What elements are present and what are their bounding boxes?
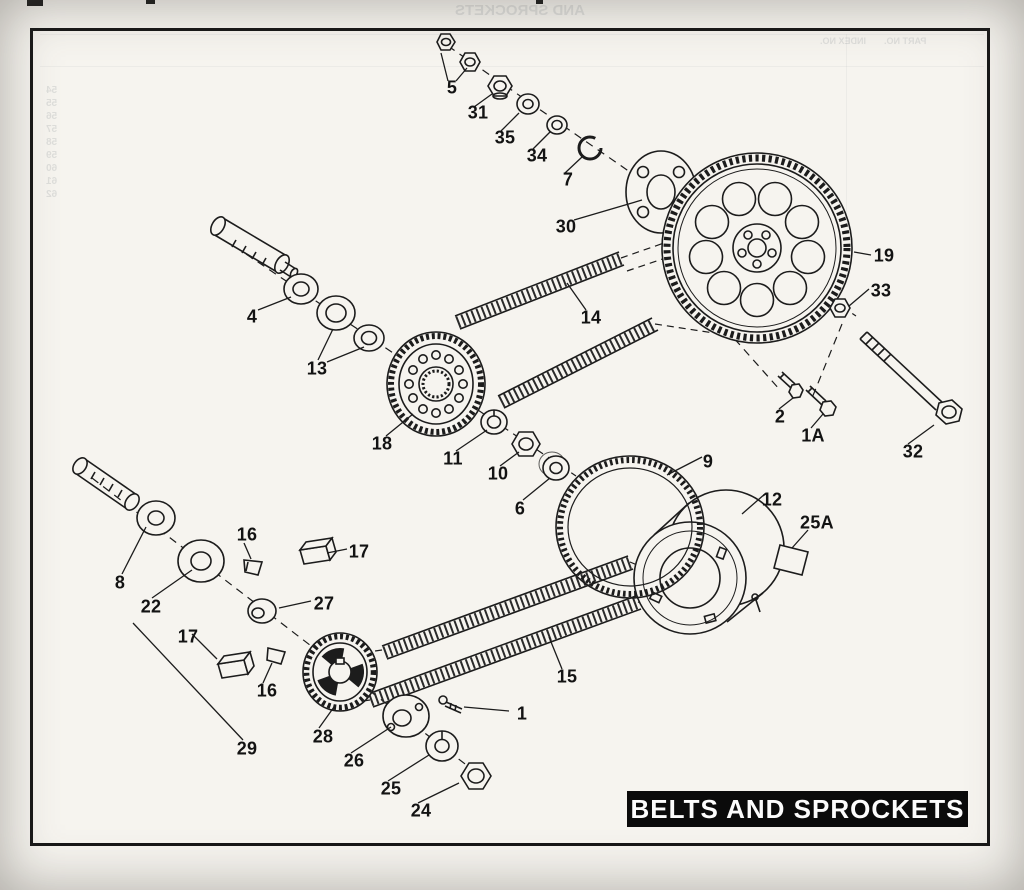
leader-lines — [121, 52, 935, 804]
part-17-spacer-lower — [216, 650, 255, 679]
section-title-bar: BELTS AND SPROCKETS — [627, 791, 968, 827]
callout-6: 6 — [514, 498, 526, 519]
callout-29: 29 — [236, 738, 258, 759]
callout-7: 7 — [562, 169, 574, 190]
part-5-locknuts — [436, 33, 481, 72]
callout-25: 25 — [380, 778, 402, 799]
part-19-rear-pulley — [661, 152, 853, 344]
part-10-nut — [511, 431, 541, 457]
callout-17-lower: 17 — [177, 626, 199, 647]
part-25-washer — [425, 730, 459, 762]
callout-8: 8 — [114, 572, 126, 593]
part-1A-screw — [805, 385, 837, 417]
part-8-shaft-washer — [72, 457, 176, 536]
part-12-clutch-drum — [633, 489, 785, 635]
callout-35: 35 — [494, 127, 516, 148]
callout-12: 12 — [761, 489, 783, 510]
scan-artifact — [27, 0, 43, 6]
part-16-key-upper — [243, 559, 264, 576]
part-1-screw — [438, 695, 463, 714]
part-25A-plate — [773, 544, 809, 576]
callout-9: 9 — [702, 451, 714, 472]
callout-24: 24 — [410, 800, 432, 821]
callout-2: 2 — [774, 406, 786, 427]
part-6-nut — [538, 451, 570, 481]
callout-4: 4 — [246, 306, 258, 327]
part-15-rear-belt — [343, 555, 669, 708]
part-17-spacer-upper — [298, 536, 337, 565]
callout-26: 26 — [343, 750, 365, 771]
callout-1: 1 — [516, 703, 528, 724]
part-7-retaining-ring — [577, 135, 603, 161]
part-9-ring-gear — [555, 455, 705, 599]
part-28-sprocket — [302, 632, 378, 712]
part-18-front-sprocket — [386, 331, 486, 437]
callout-16-lower: 16 — [256, 680, 278, 701]
callout-10: 10 — [487, 463, 509, 484]
callout-15: 15 — [556, 666, 578, 687]
part-24-nut — [460, 762, 492, 790]
callout-34: 34 — [526, 145, 548, 166]
callout-30: 30 — [555, 216, 577, 237]
callout-16-upper: 16 — [236, 524, 258, 545]
part-16-key-lower — [266, 647, 287, 665]
callout-11: 11 — [443, 448, 463, 469]
part-26-flange — [382, 694, 430, 738]
callout-18: 18 — [371, 433, 393, 454]
callout-22: 22 — [140, 596, 162, 617]
scan-artifact — [536, 0, 543, 4]
callout-14: 14 — [580, 307, 602, 328]
callout-1A: 1A — [801, 425, 825, 446]
section-title: BELTS AND SPROCKETS — [630, 793, 965, 824]
callout-27: 27 — [313, 593, 335, 614]
callout-28: 28 — [312, 726, 334, 747]
part-4-washer — [283, 273, 319, 305]
part-11-lockwasher — [480, 409, 508, 435]
callout-32: 32 — [902, 441, 924, 462]
part-32-axle-bolt — [859, 331, 963, 425]
part-33-nut — [829, 298, 851, 318]
scan-artifact — [146, 0, 155, 4]
callout-19: 19 — [873, 245, 895, 266]
callout-17-upper: 17 — [348, 541, 370, 562]
part-27-spacer — [247, 598, 277, 624]
part-mainshaft — [209, 216, 299, 279]
callout-31: 31 — [467, 102, 489, 123]
part-31-nut — [487, 75, 513, 100]
part-13-spacers — [316, 295, 385, 352]
callout-33: 33 — [870, 280, 892, 301]
part-35-spacer — [516, 93, 540, 115]
callout-13: 13 — [306, 358, 328, 379]
callout-25A: 25A — [800, 512, 834, 533]
page-border-frame — [30, 28, 990, 846]
part-34-washer — [546, 115, 568, 135]
part-2-screw — [777, 371, 804, 399]
callout-5: 5 — [446, 77, 458, 98]
